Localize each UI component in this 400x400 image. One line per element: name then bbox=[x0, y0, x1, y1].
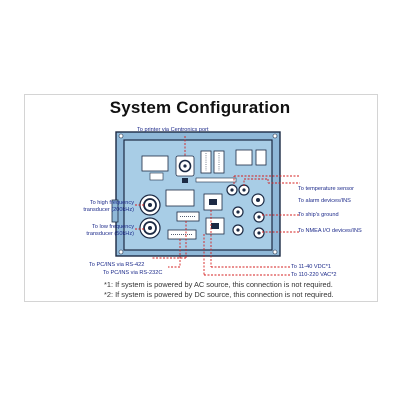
ac-socket-pins bbox=[211, 223, 219, 229]
lf-connector-ring bbox=[143, 221, 157, 235]
label-pc-rs422: To PC/INS via RS-422 bbox=[89, 262, 145, 268]
leader-lines bbox=[135, 136, 300, 276]
label-alarm-devices: To alarm devices/INS bbox=[298, 198, 351, 204]
label-high-frequency-line1: To high frequency bbox=[89, 200, 134, 206]
label-high-frequency: To high frequency transducer (200kHz) bbox=[40, 200, 134, 213]
printer-connector-pin bbox=[183, 164, 187, 168]
footnote-2: *2: If system is powered by DC source, t… bbox=[104, 290, 334, 299]
footnote-1: *1: If system is powered by AC source, t… bbox=[104, 280, 333, 289]
label-temperature-sensor: To temperature sensor bbox=[298, 186, 354, 192]
nameplate bbox=[141, 155, 169, 172]
label-nmea-devices: To NMEA I/O devices/INS bbox=[298, 228, 362, 234]
label-printer: To printer via Centronics port bbox=[137, 127, 209, 133]
lf-connector-pin bbox=[148, 226, 152, 230]
terminal-strip bbox=[195, 177, 237, 183]
mount-screw bbox=[272, 249, 278, 255]
label-dc-power: To 11-40 VDC*1 bbox=[291, 264, 332, 270]
diagram-frame bbox=[24, 94, 378, 302]
diagram-title: System Configuration bbox=[109, 98, 291, 117]
printer-port-latch bbox=[182, 178, 188, 183]
side-bracket bbox=[111, 199, 119, 223]
label-high-frequency-line2: transducer (200kHz) bbox=[83, 206, 134, 213]
hf-connector-pin bbox=[148, 203, 152, 207]
label-plate bbox=[235, 149, 253, 166]
label-low-frequency: To low frequency transducer (50kHz) bbox=[40, 224, 134, 237]
fuse-holder bbox=[149, 172, 164, 181]
mount-screw bbox=[272, 133, 278, 139]
label-pc-rs232c: To PC/INS via RS-232C bbox=[103, 270, 163, 276]
mount-screw bbox=[118, 249, 124, 255]
label-plate-small bbox=[255, 149, 267, 166]
center-nameplate bbox=[165, 189, 195, 207]
dc-socket-pins bbox=[209, 199, 217, 205]
label-low-frequency-line1: To low frequency bbox=[92, 224, 134, 230]
printer-connector-icon bbox=[178, 159, 192, 173]
mount-screw bbox=[118, 133, 124, 139]
label-low-frequency-line2: transducer (50kHz) bbox=[86, 230, 134, 237]
label-ac-power: To 110-220 VAC*2 bbox=[291, 272, 337, 278]
label-ships-ground: To ship's ground bbox=[298, 212, 339, 218]
